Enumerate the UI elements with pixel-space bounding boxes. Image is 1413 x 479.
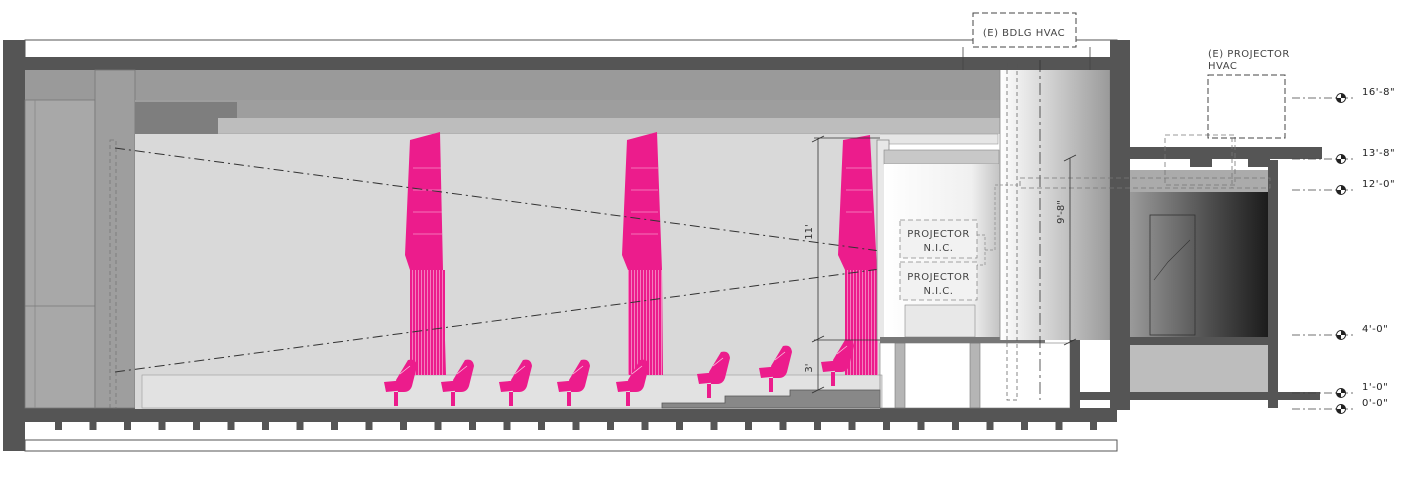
elevation-label: 13'-8": [1362, 148, 1395, 159]
svg-text:HVAC: HVAC: [1208, 61, 1237, 72]
theater-seat: [499, 359, 532, 406]
drape-group-2: [622, 132, 663, 375]
elevation-marker: 12'-0": [1292, 179, 1395, 195]
theater-seat: [557, 359, 590, 406]
elevation-label: 0'-0": [1362, 398, 1388, 409]
elevation-label: 4'-0": [1362, 324, 1388, 335]
projector-box-top: PROJECTOR N.I.C.: [899, 219, 978, 259]
svg-text:(E) PROJECTOR: (E) PROJECTOR: [1208, 49, 1290, 60]
adjacent-room: [1019, 134, 1322, 410]
elevation-marker: 16'-8": [1292, 87, 1395, 103]
seating-row: [384, 339, 854, 406]
elevation-label: 12'-0": [1362, 179, 1395, 190]
theater-seat: [384, 359, 417, 406]
projector-box-bottom: PROJECTOR N.I.C.: [899, 261, 978, 301]
dimension-screen-height: [811, 135, 880, 343]
svg-text:PROJECTOR: PROJECTOR: [907, 229, 970, 240]
roof-structure: [24, 39, 1118, 102]
elevation-label: 16'-8": [1362, 87, 1395, 98]
svg-text:N.I.C.: N.I.C.: [924, 243, 954, 254]
projection-lines: [114, 147, 911, 373]
dim-screen-height: 11': [804, 224, 815, 239]
svg-text:PROJECTOR: PROJECTOR: [907, 272, 970, 283]
theater-seat: [441, 359, 474, 406]
projector-hvac-box: (E) PROJECTOR HVAC: [1207, 49, 1290, 188]
dim-booth-height: 9'-8": [1056, 200, 1067, 224]
theater-seat: [616, 359, 649, 406]
dim-seat-offset: 3': [804, 363, 815, 372]
drape-group-1: [405, 132, 446, 375]
svg-text:(E) BDLG HVAC: (E) BDLG HVAC: [983, 28, 1065, 39]
left-wall: [3, 40, 136, 451]
elevation-marker: 0'-0": [1292, 398, 1388, 414]
theater-seat: [759, 345, 792, 392]
bldg-hvac-box: (E) BDLG HVAC: [962, 12, 1091, 70]
theater-seat: [821, 339, 854, 386]
elevation-markers: 16'-8" 13'-8" 12'-0" 4'-0" 1'-0" 0'-0": [1292, 87, 1395, 414]
theater-seat: [697, 351, 730, 398]
elevation-marker: 13'-8": [1292, 148, 1395, 164]
elevation-marker: 4'-0": [1292, 324, 1388, 340]
hvac-shaft: [999, 59, 1111, 401]
elevation-marker: 1'-0": [1292, 382, 1388, 398]
elevation-label: 1'-0": [1362, 382, 1388, 393]
dimension-booth: [1063, 154, 1077, 346]
floor-structure: [24, 408, 1118, 452]
right-wall: [1070, 40, 1130, 410]
svg-text:N.I.C.: N.I.C.: [924, 286, 954, 297]
dimension-seat: [811, 340, 825, 394]
